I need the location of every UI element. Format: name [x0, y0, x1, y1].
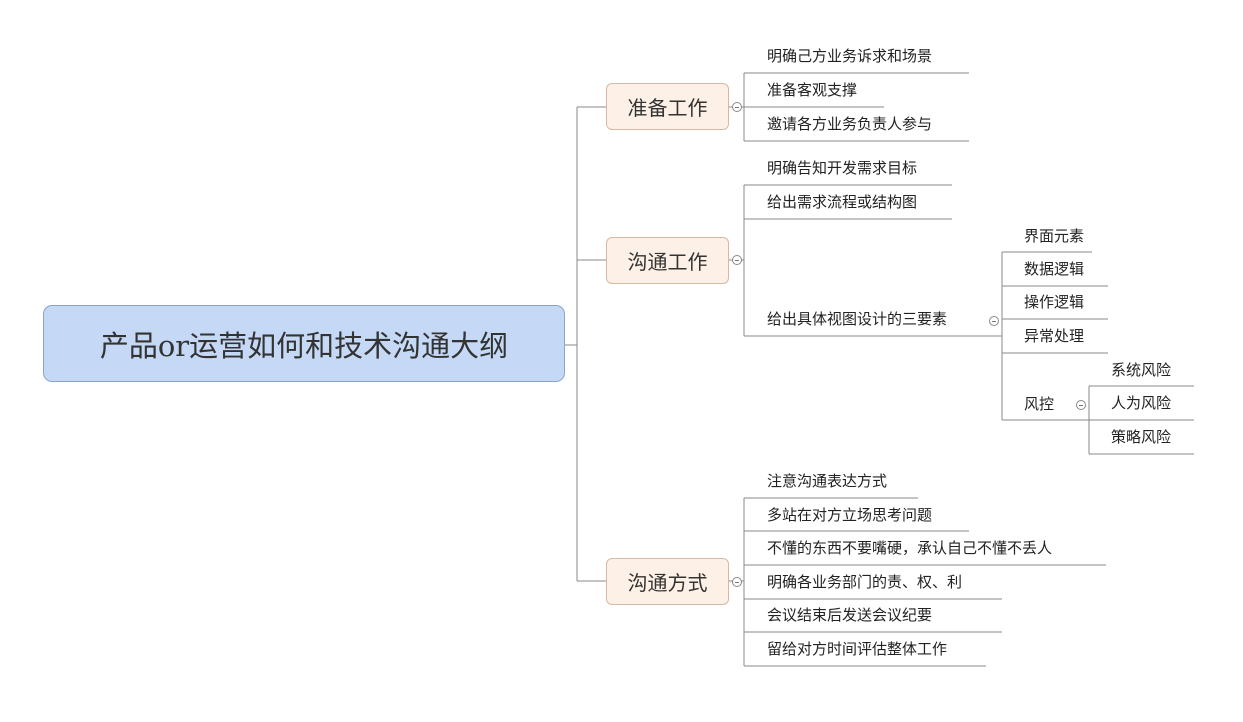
branch-topic-communication-work[interactable]: 沟通工作: [606, 237, 729, 284]
leaf-topic[interactable]: 系统风险: [1111, 361, 1172, 379]
branch-topic-label: 沟通方式: [627, 571, 708, 595]
leaf-topic[interactable]: 操作逻辑: [1024, 293, 1085, 311]
root-topic[interactable]: 产品or运营如何和技术沟通大纲: [43, 305, 565, 382]
leaf-topic[interactable]: 给出具体视图设计的三要素: [767, 310, 948, 328]
leaf-topic[interactable]: 注意沟通表达方式: [767, 472, 888, 490]
leaf-topic[interactable]: 界面元素: [1024, 227, 1085, 245]
leaf-topic[interactable]: 准备客观支撑: [767, 81, 858, 99]
collapse-toggle-icon[interactable]: [1076, 400, 1086, 410]
leaf-topic[interactable]: 明确各业务部门的责、权、利: [767, 573, 963, 591]
leaf-topic[interactable]: 数据逻辑: [1024, 260, 1085, 278]
branch-topic-label: 准备工作: [627, 96, 708, 120]
branch-topic-label: 沟通工作: [627, 250, 708, 274]
leaf-topic[interactable]: 人为风险: [1111, 394, 1172, 412]
collapse-toggle-icon[interactable]: [732, 577, 742, 587]
leaf-topic[interactable]: 会议结束后发送会议纪要: [767, 606, 933, 624]
leaf-topic[interactable]: 明确告知开发需求目标: [767, 159, 918, 177]
leaf-topic[interactable]: 留给对方时间评估整体工作: [767, 640, 948, 658]
leaf-topic[interactable]: 不懂的东西不要嘴硬，承认自己不懂不丢人: [767, 539, 1053, 557]
leaf-topic[interactable]: 策略风险: [1111, 428, 1172, 446]
root-topic-label: 产品or运营如何和技术沟通大纲: [99, 328, 509, 363]
collapse-toggle-icon[interactable]: [989, 316, 999, 326]
leaf-topic[interactable]: 风控: [1024, 395, 1055, 413]
leaf-topic[interactable]: 邀请各方业务负责人参与: [767, 115, 933, 133]
leaf-topic[interactable]: 明确己方业务诉求和场景: [767, 47, 933, 65]
leaf-topic[interactable]: 多站在对方立场思考问题: [767, 506, 933, 524]
leaf-topic[interactable]: 异常处理: [1024, 327, 1085, 345]
branch-topic-prepare[interactable]: 准备工作: [606, 83, 729, 130]
leaf-topic[interactable]: 给出需求流程或结构图: [767, 193, 918, 211]
branch-topic-communication-method[interactable]: 沟通方式: [606, 558, 729, 605]
collapse-toggle-icon[interactable]: [732, 255, 742, 265]
collapse-toggle-icon[interactable]: [732, 102, 742, 112]
